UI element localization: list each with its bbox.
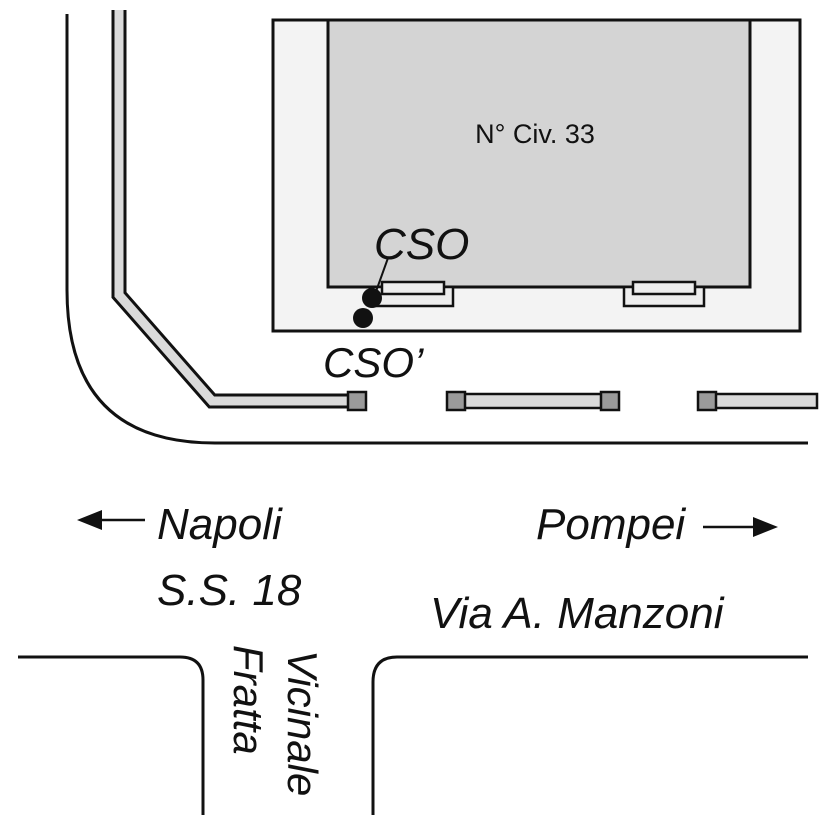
post bbox=[346, 390, 368, 412]
building-number-label: N° Civ. 33 bbox=[475, 119, 595, 149]
cso-point bbox=[362, 288, 382, 308]
side-road-label-line2: Fratta bbox=[225, 645, 272, 755]
direction-left-label: Napoli bbox=[157, 500, 283, 549]
arrow-left-icon bbox=[77, 510, 145, 530]
barrier-segment-right bbox=[705, 392, 819, 410]
barrier-segment-middle bbox=[454, 392, 612, 410]
grate-right bbox=[622, 280, 706, 308]
cso-prime-point bbox=[353, 308, 373, 328]
post bbox=[696, 390, 718, 412]
road-edge-curve bbox=[65, 14, 808, 445]
building bbox=[326, 18, 752, 289]
arrow-right-icon bbox=[703, 517, 778, 537]
post bbox=[445, 390, 467, 412]
cso-label: CSO bbox=[374, 220, 469, 269]
road-name-label: Via A. Manzoni bbox=[430, 589, 725, 638]
road-edge-lower-left bbox=[18, 655, 205, 815]
post bbox=[599, 390, 621, 412]
side-road-label-line1: Vicinale bbox=[279, 650, 326, 796]
grate-left bbox=[371, 280, 455, 308]
direction-right-label: Pompei bbox=[536, 500, 686, 549]
cso-prime-label: CSO’ bbox=[323, 339, 424, 386]
road-edge-lower-right bbox=[371, 655, 808, 815]
road-ss-label: S.S. 18 bbox=[157, 566, 302, 615]
